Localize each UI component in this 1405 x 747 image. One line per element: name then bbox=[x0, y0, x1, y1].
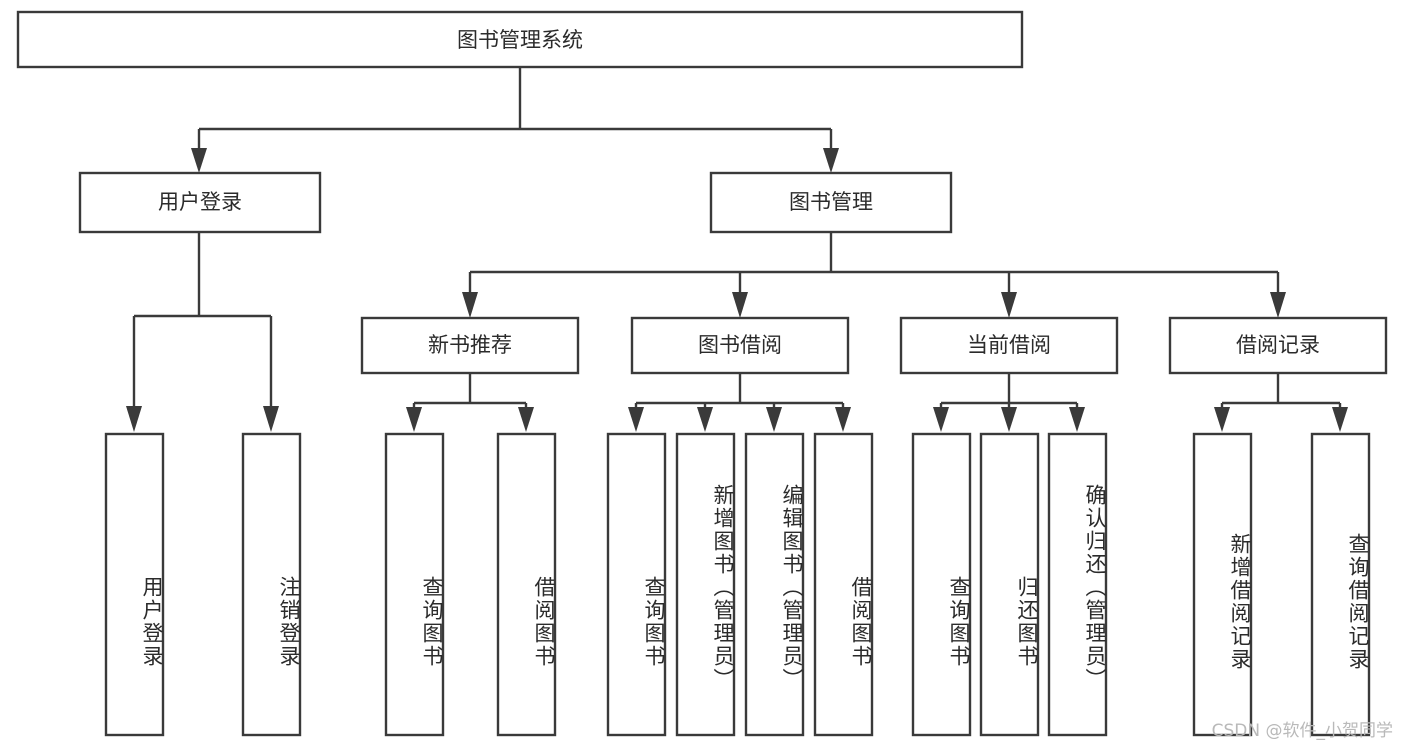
leaf-label-book-borrow-0: 查询图书 bbox=[642, 576, 666, 668]
node-book-borrow-box[interactable] bbox=[630, 316, 850, 375]
connector-newbook-to-leaves bbox=[406, 373, 534, 432]
leaf-label-current-borrow-2: 确认归还（管理员） bbox=[1083, 483, 1107, 691]
leaf-label-user-login-0: 用户登录 bbox=[140, 576, 164, 668]
leaf-label-new-book-1: 借阅图书 bbox=[532, 576, 556, 668]
leaf-box-book-borrow-1[interactable] bbox=[675, 432, 736, 737]
leaf-box-new-book-1[interactable] bbox=[496, 432, 557, 737]
leaf-label-book-borrow-1: 新增图书（管理员） bbox=[711, 483, 735, 691]
node-new-book-recommend-label: 新书推荐 bbox=[428, 333, 512, 357]
leaf-label-borrow-record-1: 查询借阅记录 bbox=[1346, 533, 1370, 671]
node-user-login-label: 用户登录 bbox=[158, 190, 242, 214]
csdn-watermark: CSDN @软件_小贺同学 bbox=[1211, 721, 1393, 741]
leaf-box-borrow-record-1[interactable] bbox=[1310, 432, 1371, 737]
connector-bookmgmt-to-level3 bbox=[462, 232, 1286, 318]
leaf-label-current-borrow-1: 归还图书 bbox=[1015, 576, 1039, 668]
node-book-management-label: 图书管理 bbox=[789, 190, 873, 214]
leaf-box-new-book-0[interactable] bbox=[384, 432, 445, 737]
leaf-box-user-login-0[interactable] bbox=[104, 432, 165, 737]
node-current-borrow-box[interactable] bbox=[899, 316, 1119, 375]
connector-currentborrow-to-leaves bbox=[933, 373, 1085, 432]
leaf-label-book-borrow-3: 借阅图书 bbox=[849, 576, 873, 668]
node-user-login-box[interactable] bbox=[78, 171, 322, 234]
node-current-borrow-label: 当前借阅 bbox=[967, 333, 1051, 357]
node-new-book-recommend-box[interactable] bbox=[360, 316, 580, 375]
node-root-label: 图书管理系统 bbox=[457, 28, 583, 52]
leaf-box-borrow-record-0[interactable] bbox=[1192, 432, 1253, 737]
leaf-box-current-borrow-1[interactable] bbox=[979, 432, 1040, 737]
node-borrow-record-label: 借阅记录 bbox=[1236, 333, 1320, 357]
connector-borrowrecord-to-leaves bbox=[1214, 373, 1348, 432]
node-book-management-box[interactable] bbox=[709, 171, 953, 234]
connector-userlogin-to-leaves bbox=[126, 232, 279, 432]
leaf-box-book-borrow-2[interactable] bbox=[744, 432, 805, 737]
connector-bookborrow-to-leaves bbox=[628, 373, 851, 432]
leaf-label-book-borrow-2: 编辑图书（管理员） bbox=[780, 483, 804, 691]
connector-root-to-level2 bbox=[191, 67, 839, 173]
leaf-label-new-book-0: 查询图书 bbox=[420, 576, 444, 668]
leaf-box-current-borrow-2[interactable] bbox=[1047, 432, 1108, 737]
leaf-label-user-login-1: 注销登录 bbox=[277, 576, 301, 668]
leaf-label-current-borrow-0: 查询图书 bbox=[947, 576, 971, 668]
node-borrow-record-box[interactable] bbox=[1168, 316, 1388, 375]
leaf-box-user-login-1[interactable] bbox=[241, 432, 302, 737]
node-root-box[interactable] bbox=[16, 10, 1024, 69]
leaf-box-book-borrow-3[interactable] bbox=[813, 432, 874, 737]
leaf-box-current-borrow-0[interactable] bbox=[911, 432, 972, 737]
leaf-label-borrow-record-0: 新增借阅记录 bbox=[1228, 533, 1252, 671]
leaf-box-book-borrow-0[interactable] bbox=[606, 432, 667, 737]
node-book-borrow-label: 图书借阅 bbox=[698, 333, 782, 357]
